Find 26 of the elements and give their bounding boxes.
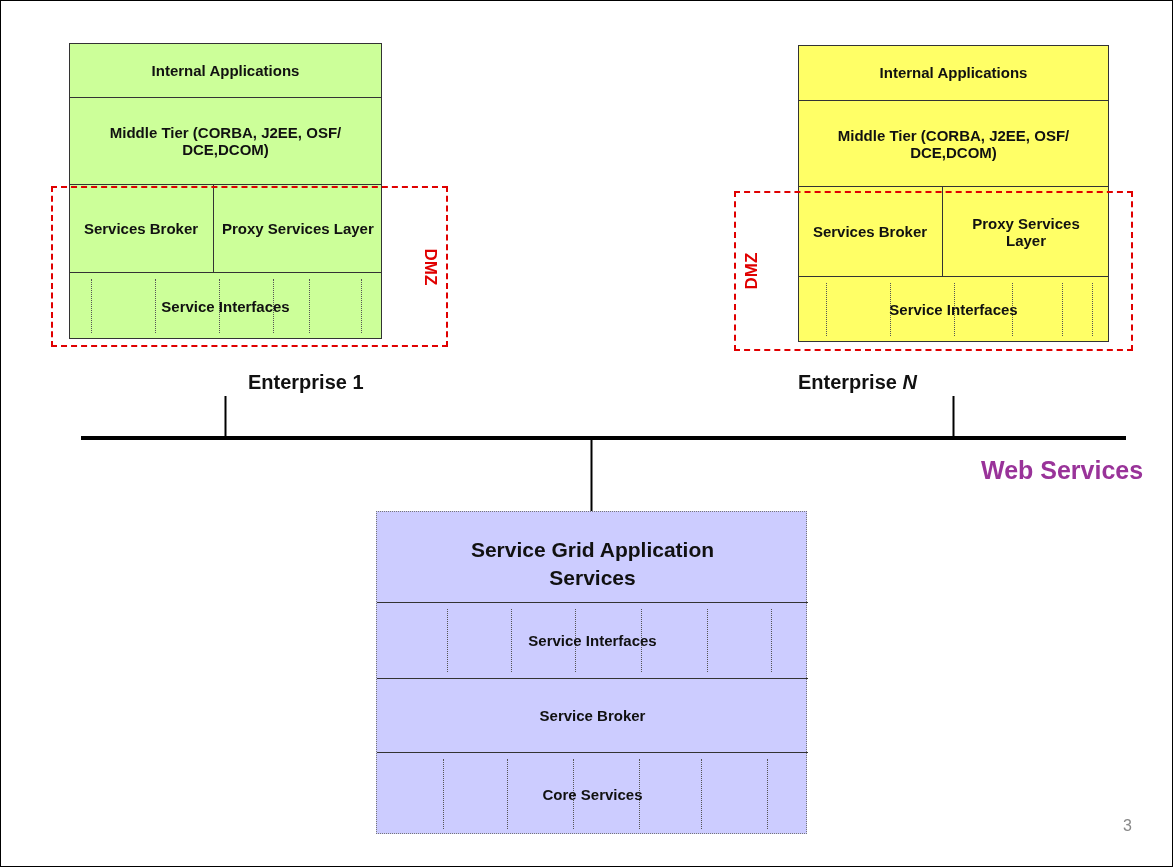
layer-box: Core Services [377,752,808,835]
service-grid-panel [376,511,807,834]
layer-box: Service Interfaces [69,273,382,339]
enterprise-title: Enterprise N [798,371,919,394]
dmz-zone [734,191,1133,351]
connector-line [590,439,593,512]
dmz-zone [51,186,448,347]
layer-box: Service Interfaces [798,277,1109,342]
layer-box: Service Broker [377,678,808,752]
zone-label: DMZ [420,248,440,285]
connector-line [224,395,227,437]
page-number: 3 [1123,817,1132,835]
enterprise-title: Enterprise 1 [248,371,365,394]
layer-box: Middle Tier (CORBA, J2EE, OSF/ DCE,DCOM) [798,101,1109,187]
layer-box: Internal Applications [69,43,382,98]
zone-label: DMZ [742,252,762,290]
section-label: Web Services [981,456,1144,485]
layer-box: Service Interfaces [377,602,808,678]
connector-line [952,395,955,437]
layer-box: Services Broker [69,185,214,273]
layer-box: Middle Tier (CORBA, J2EE, OSF/ DCE,DCOM) [69,98,382,185]
panel-title: Service Grid Application Services [469,537,716,591]
layer-box: Internal Applications [798,45,1109,101]
layer-box: Proxy Services Layer [943,187,1109,277]
layer-box: Services Broker [798,187,943,277]
layer-box: Proxy Services Layer [214,185,382,273]
